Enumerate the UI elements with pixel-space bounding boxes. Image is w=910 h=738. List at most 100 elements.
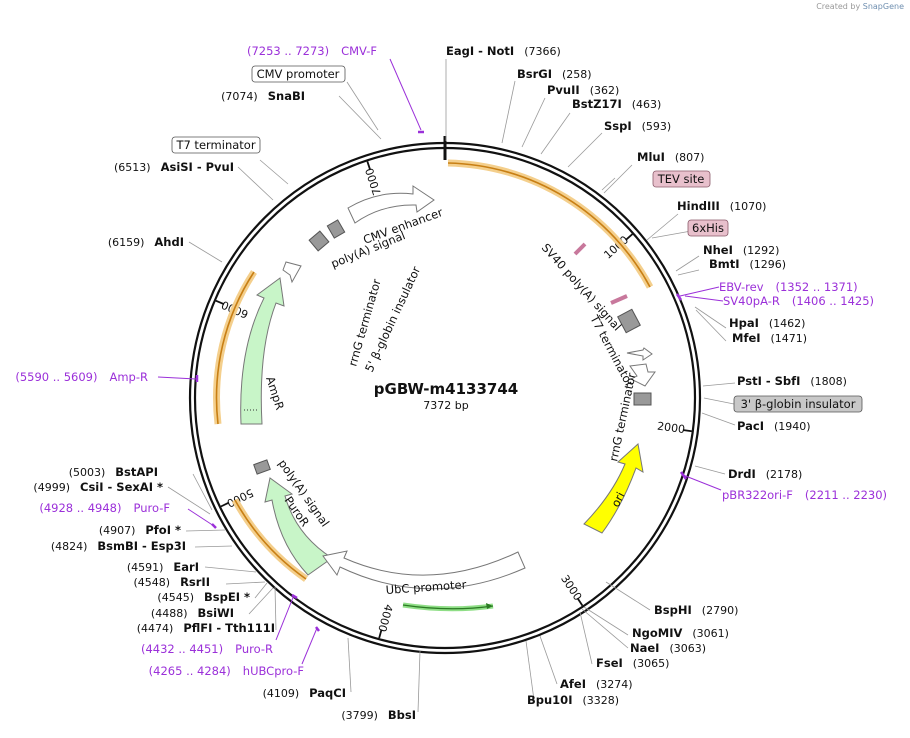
site-name: BsrGI xyxy=(517,67,552,81)
site-position: (5003) xyxy=(69,466,106,479)
site-name: NgoMIV xyxy=(632,626,682,640)
site-position: (1070) xyxy=(730,200,767,213)
site-name: AfeI xyxy=(560,677,586,691)
restriction-site: MfeI(1471) xyxy=(732,331,807,345)
primer-range: (2211 .. 2230) xyxy=(805,488,887,502)
globin-3-box xyxy=(633,392,652,406)
t7-terminator-label: T7 terminator xyxy=(175,138,255,152)
ruler-tick xyxy=(366,161,372,171)
site-name: AsiSI - PvuI xyxy=(161,160,234,174)
restriction-site: PflFI - Tth111I(4474) xyxy=(137,621,275,635)
site-position: (3799) xyxy=(341,709,378,722)
ruler-tick xyxy=(215,299,225,306)
site-position: (4548) xyxy=(134,576,171,589)
ruler-tick xyxy=(220,501,230,508)
ruler-tick-label: 2000 xyxy=(656,420,685,437)
rrng-right-arrow xyxy=(629,363,656,387)
restriction-site: AsiSI - PvuI (6513) xyxy=(114,160,234,174)
connector-lines xyxy=(167,59,736,713)
globin-ins-3-label: 3' β-globin insulator xyxy=(741,397,856,411)
site-name: BmtI xyxy=(709,257,740,271)
site-name: MluI xyxy=(637,150,665,164)
site-name: BstAPI xyxy=(115,465,158,479)
boxed-labels: CMV promoter T7 terminator TEV site 6xHi… xyxy=(171,65,863,413)
restriction-site: Bpu10I(3328) xyxy=(527,693,619,707)
primer-range: (5590 .. 5609) xyxy=(15,370,97,384)
site-position: (807) xyxy=(675,151,705,164)
restriction-site: BsmBI - Esp3I (4824) xyxy=(51,539,186,553)
site-name: PvuII xyxy=(547,83,580,97)
primer-range: (4432 .. 4451) xyxy=(141,642,223,656)
orf-arc-left-core xyxy=(215,271,255,425)
primer: SV40pA-R(1406 .. 1425) xyxy=(723,294,874,308)
ruler-tick-label: 4000 xyxy=(375,603,395,633)
site-name: AhdI xyxy=(154,235,184,249)
site-position: (4488) xyxy=(151,607,188,620)
site-position: (6513) xyxy=(114,161,151,174)
site-name: BsmBI - Esp3I xyxy=(97,539,186,553)
cmv-promoter-label: CMV promoter xyxy=(257,67,340,81)
ubc-promoter-label: UbC promoter xyxy=(385,577,467,597)
restriction-site: HindIII(1070) xyxy=(677,199,766,213)
restriction-site: CsiI - SexAI *(4999) xyxy=(33,480,163,494)
site-position: (258) xyxy=(562,68,592,81)
his-tag-box xyxy=(687,219,729,237)
green-orf-arc-core xyxy=(402,604,494,610)
restriction-site: RsrII(4548) xyxy=(134,575,210,589)
restriction-site: HpaI(1462) xyxy=(729,316,805,330)
site-name: PfoI * xyxy=(145,523,181,537)
ruler-tick xyxy=(625,233,634,241)
restriction-site: DrdI(2178) xyxy=(728,467,802,481)
restriction-site: AfeI (3274) xyxy=(560,677,633,691)
ubc-promoter-arrow xyxy=(322,550,526,590)
site-position: (3061) xyxy=(692,627,729,640)
restriction-site: BspEI *(4545) xyxy=(157,590,250,604)
restriction-site: EarI(4591) xyxy=(127,560,199,574)
site-position: (1296) xyxy=(750,258,787,271)
site-position: (463) xyxy=(632,98,662,111)
orf-arcs xyxy=(213,159,654,612)
primers: CMV-F(7253 .. 7273)EBV-rev(1352 .. 1371)… xyxy=(15,44,887,678)
ruler-tick xyxy=(682,429,692,433)
site-name: PacI xyxy=(737,419,764,433)
site-position: (2790) xyxy=(702,604,739,617)
restriction-site: NheI(1292) xyxy=(703,243,779,257)
restriction-site: PaqCI(4109) xyxy=(263,686,346,700)
restriction-site: BsrGI (258) xyxy=(517,67,592,81)
restriction-site: NaeI(3063) xyxy=(630,641,706,655)
site-position: (1808) xyxy=(810,375,847,388)
orf-arc-right xyxy=(447,159,654,289)
restriction-site: BbsI(3799) xyxy=(341,708,416,722)
credit-prefix: Created by xyxy=(816,2,861,11)
site-name: PflFI - Tth111I xyxy=(183,621,275,635)
site-position: (3274) xyxy=(596,678,633,691)
site-name: MfeI xyxy=(732,331,761,345)
site-name: BspHI xyxy=(654,603,692,617)
sv40-box xyxy=(617,308,641,334)
site-position: (4999) xyxy=(33,481,70,494)
orf-arc-bottomleft-core xyxy=(234,499,307,580)
site-name: EagI - NotI xyxy=(446,44,514,58)
green-orf-arrowhead xyxy=(486,603,493,609)
site-position: (7366) xyxy=(524,45,561,58)
tev-site-box xyxy=(652,170,711,188)
restriction-site: FseI(3065) xyxy=(596,656,669,670)
restriction-site: NgoMIV (3061) xyxy=(632,626,729,640)
plasmid-name: pGBW-m4133744 xyxy=(374,380,518,398)
restriction-site: BspHI (2790) xyxy=(654,603,738,617)
ruler-tick xyxy=(576,597,584,607)
site-position: (4545) xyxy=(157,591,194,604)
restriction-site: BsiWI(4488) xyxy=(151,606,234,620)
primer-name: hUBCpro-F xyxy=(243,664,304,678)
primer: Amp-R (5590 .. 5609) xyxy=(15,370,148,384)
primer-name: Amp-R xyxy=(109,370,148,384)
primer-marks xyxy=(195,130,688,632)
primer-name: EBV-rev xyxy=(719,280,764,294)
polya-box-left xyxy=(253,459,271,475)
site-position: (4824) xyxy=(51,540,88,553)
primer: Puro-F(4928 .. 4948) xyxy=(39,501,170,515)
restriction-site: SspI(593) xyxy=(604,119,671,133)
t7-terminator-label-box xyxy=(171,136,261,154)
site-position: (2178) xyxy=(766,468,803,481)
primer: Puro-R(4432 .. 4451) xyxy=(141,642,273,656)
